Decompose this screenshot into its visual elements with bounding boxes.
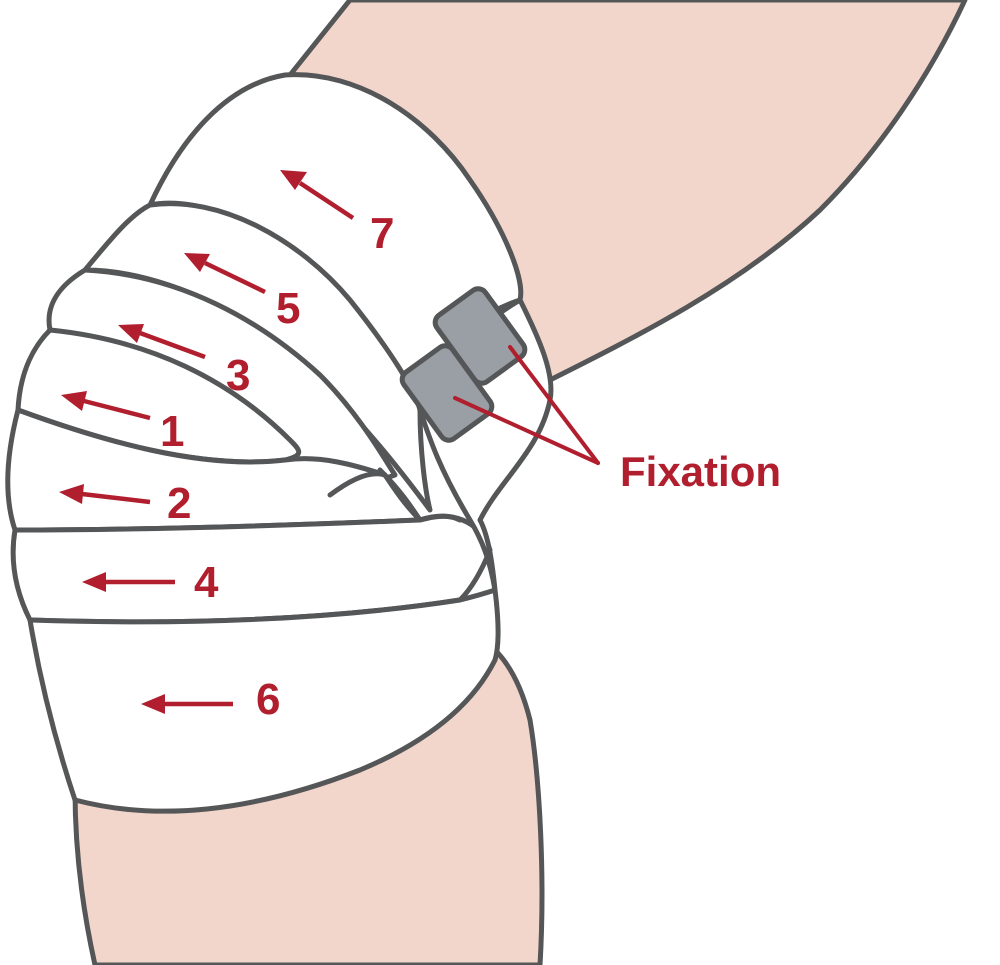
fixation-label: Fixation — [620, 448, 781, 495]
band-contour-lines — [327, 467, 463, 523]
step-number-7: 7 — [370, 209, 394, 258]
arrow-5 — [184, 253, 266, 295]
step-number-5: 5 — [276, 284, 300, 333]
arrow-2 — [59, 484, 151, 505]
arrow-7 — [280, 170, 355, 220]
step-number-1: 1 — [160, 407, 184, 456]
arrow-4 — [82, 572, 175, 592]
arrow-6 — [141, 694, 233, 714]
arrow-1 — [61, 391, 151, 421]
step-number-6: 6 — [256, 675, 280, 724]
fixation-leader-lower — [453, 396, 600, 465]
step-number-4: 4 — [194, 558, 219, 607]
arrow-3 — [118, 324, 206, 360]
thigh — [287, 0, 968, 388]
fixation-leader-upper — [508, 345, 600, 465]
step-number-2: 2 — [167, 479, 191, 528]
fixation-clip-lower — [399, 343, 495, 443]
step-number-3: 3 — [226, 351, 250, 400]
bandage-layer-6 — [27, 587, 501, 814]
